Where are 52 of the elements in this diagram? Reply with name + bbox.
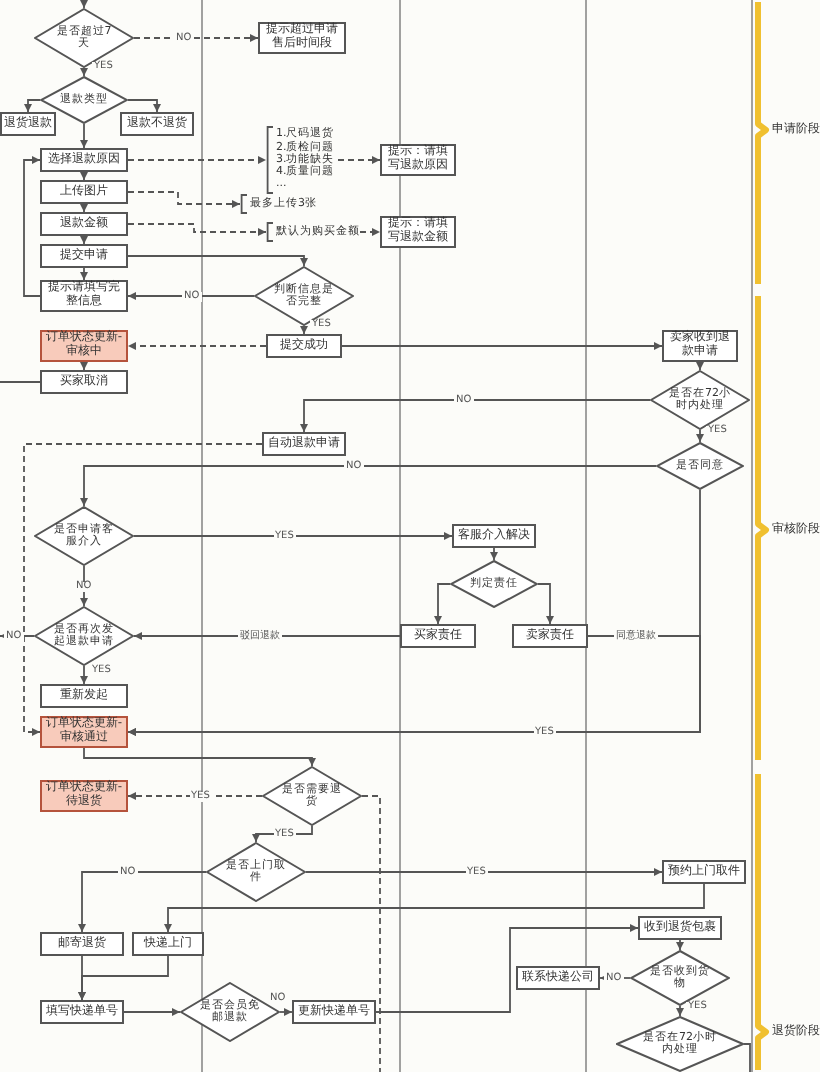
bracket-note xyxy=(266,222,360,242)
arrow xyxy=(279,1008,293,1016)
arrow xyxy=(300,399,651,433)
arrow xyxy=(80,203,88,213)
arrow xyxy=(127,635,701,736)
bracket-note xyxy=(240,194,316,214)
dashed-arrow xyxy=(127,223,267,236)
dashed-arrow xyxy=(127,342,267,350)
arrow xyxy=(80,565,88,607)
arrow xyxy=(375,924,639,1013)
arrow xyxy=(80,123,88,149)
dashed-arrow xyxy=(359,228,381,236)
arrow xyxy=(80,465,657,507)
bracket-note xyxy=(266,126,338,194)
arrow xyxy=(80,171,88,181)
dashed-arrow xyxy=(337,156,381,164)
dashed-arrow xyxy=(23,443,263,736)
arrow xyxy=(80,267,88,281)
dashed-arrow xyxy=(133,34,259,42)
arrow xyxy=(127,99,161,113)
arrow xyxy=(127,255,308,267)
dashed-arrow xyxy=(127,792,263,800)
arrow xyxy=(80,0,88,9)
dashed-arrow xyxy=(127,156,267,164)
arrow xyxy=(490,547,498,561)
arrow xyxy=(23,156,41,297)
arrow xyxy=(133,532,453,540)
dashed-arrow xyxy=(127,191,241,208)
arrow xyxy=(80,67,88,77)
arrow xyxy=(164,883,705,933)
arrow xyxy=(83,747,316,767)
dashed-line xyxy=(361,795,381,1072)
connector-line xyxy=(0,381,41,383)
arrow xyxy=(24,99,41,113)
arrow xyxy=(676,1005,684,1017)
arrow xyxy=(305,868,663,876)
arrow xyxy=(78,871,207,933)
arrow xyxy=(696,429,704,443)
arrow xyxy=(300,325,308,335)
arrow xyxy=(696,361,704,371)
arrow xyxy=(133,632,401,640)
arrow xyxy=(123,1008,181,1016)
connector-line xyxy=(743,1043,751,1072)
arrow xyxy=(676,939,684,951)
arrow xyxy=(434,583,451,625)
arrow xyxy=(80,235,88,245)
arrow xyxy=(537,583,554,625)
arrow xyxy=(341,342,663,350)
arrow xyxy=(127,292,255,300)
arrow xyxy=(80,361,88,371)
arrow xyxy=(80,665,88,685)
arrow xyxy=(78,955,169,1001)
